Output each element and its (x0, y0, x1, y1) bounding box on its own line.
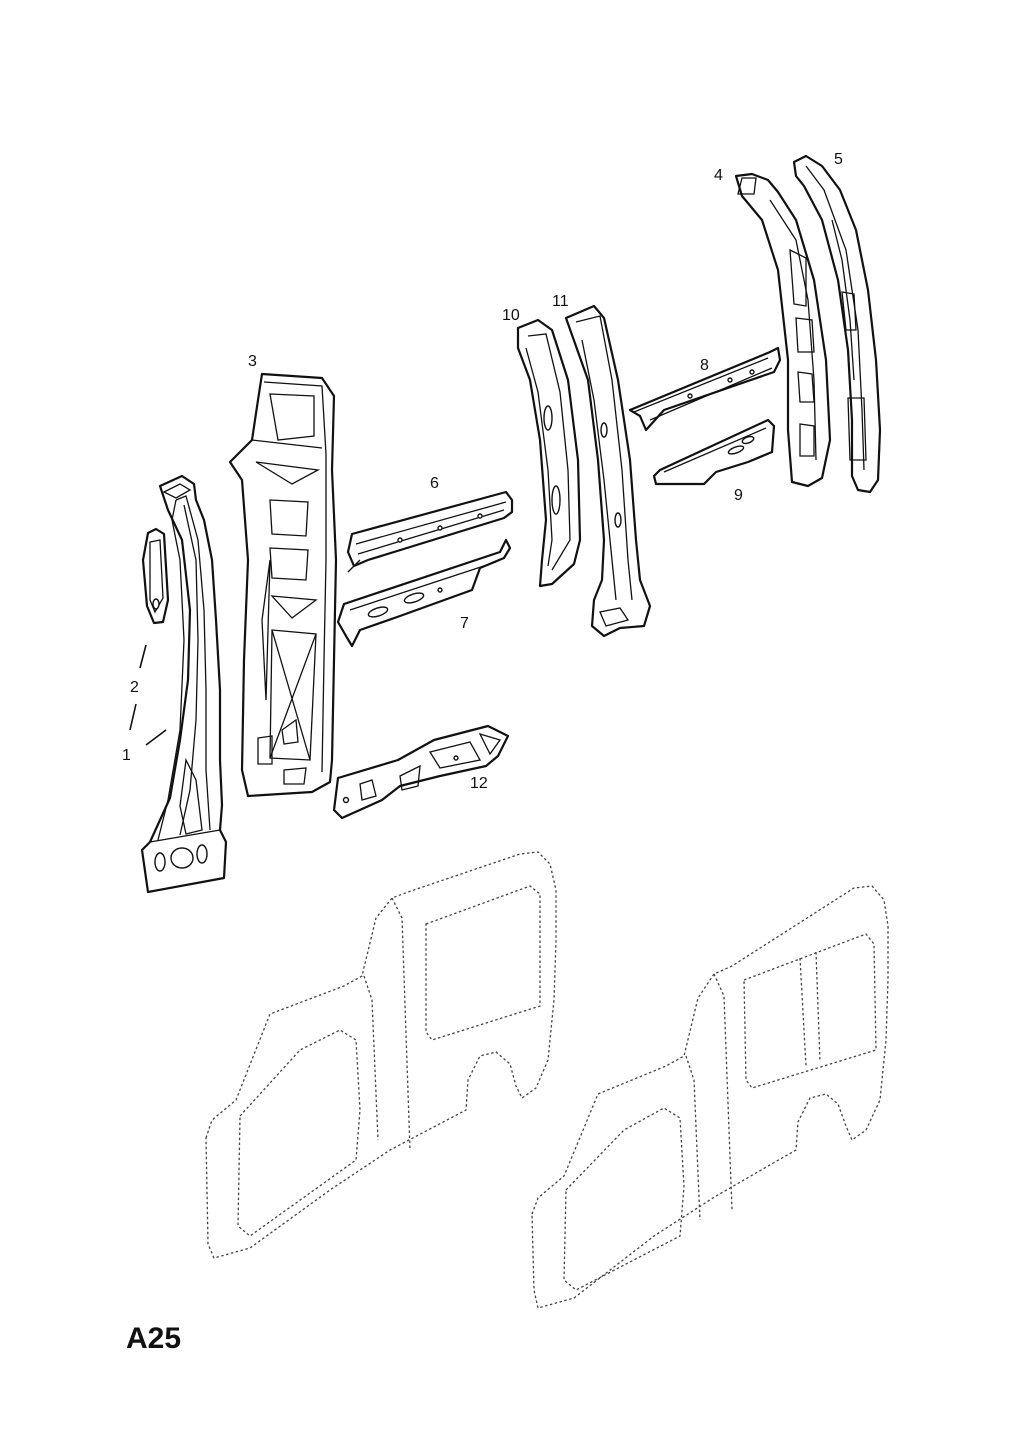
callout-labels: 1 2 3 4 5 6 7 8 9 10 11 12 (122, 151, 843, 792)
callout-4: 4 (714, 167, 723, 184)
vehicle-body-outline-right (531, 885, 889, 1309)
callout-6: 6 (430, 475, 439, 492)
part-3-side-frame (228, 372, 338, 798)
part-5-outer-rear-pillar (792, 154, 882, 494)
callout-12: 12 (470, 775, 488, 792)
part-7-lower-rail (336, 538, 512, 648)
callout-8: 8 (700, 357, 709, 374)
vehicle-body-outline-left (205, 851, 557, 1259)
callout-9: 9 (734, 487, 743, 504)
callout-7: 7 (460, 615, 469, 632)
part-11-pillar-reinforcement (564, 304, 652, 638)
part-12-floor-bracket (332, 724, 510, 820)
leader-lines (129, 644, 167, 746)
part-4-rear-pillar (734, 172, 832, 488)
part-8-upper-bracket (628, 346, 782, 432)
callout-5: 5 (834, 151, 843, 168)
part-6-upper-rail (346, 490, 514, 573)
part-9-lower-bracket (652, 418, 776, 486)
callout-1: 1 (122, 747, 131, 764)
callout-3: 3 (248, 353, 257, 370)
callout-10: 10 (502, 307, 520, 324)
part-10-pillar-trim (516, 318, 582, 588)
page-code: A25 (126, 1322, 182, 1355)
callout-2: 2 (130, 679, 139, 696)
part-1-pillar-inner (140, 474, 228, 894)
part-2-reinforcement-plate (141, 527, 170, 625)
callout-11: 11 (552, 293, 569, 310)
